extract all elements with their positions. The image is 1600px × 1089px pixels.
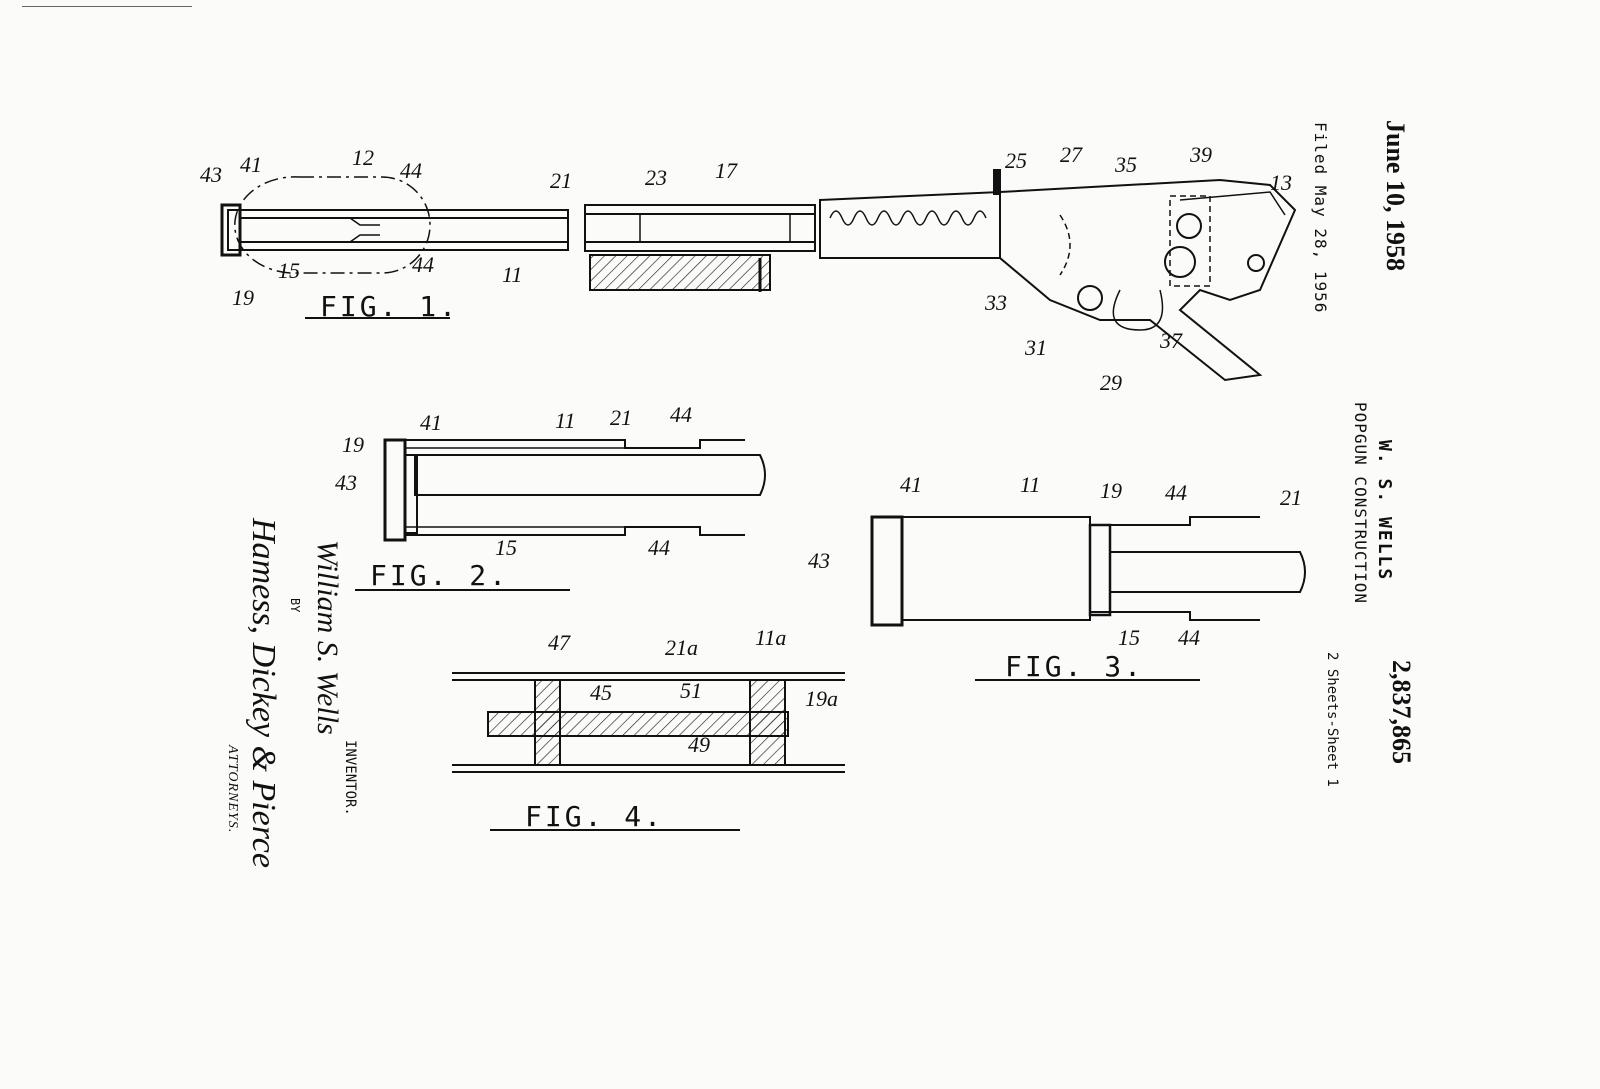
fig4-ref: 49 — [688, 732, 710, 757]
fig3-label: FIG. 3. — [1005, 650, 1144, 683]
fig4-ref: 47 — [548, 630, 571, 655]
fig2-ref: 43 — [335, 470, 357, 495]
fig1-ref: 17 — [715, 158, 738, 183]
fig1-ref: 13 — [1270, 170, 1292, 195]
figure-1 — [222, 170, 1295, 380]
fig2-ref: 44 — [648, 535, 670, 560]
fig1-ref: 39 — [1189, 142, 1212, 167]
fig4-ref: 19a — [805, 686, 838, 711]
fig4-label: FIG. 4. — [525, 800, 664, 833]
fig3-ref: 44 — [1165, 480, 1187, 505]
fig1-ref: 11 — [502, 262, 522, 287]
fig1-ref: 44 — [400, 158, 422, 183]
fig3-ref: 15 — [1118, 625, 1140, 650]
figure-2-refs: 19 41 11 21 44 43 15 44 FIG. 2. — [335, 402, 692, 592]
fig1-ref: 19 — [232, 285, 254, 310]
fig1-ref: 25 — [1005, 148, 1027, 173]
fig1-ref: 27 — [1060, 142, 1083, 167]
fig1-ref: 35 — [1114, 152, 1137, 177]
fig3-ref: 43 — [808, 548, 830, 573]
figure-2 — [385, 440, 765, 540]
fig1-ref: 37 — [1159, 328, 1183, 353]
fig1-ref: 44 — [412, 252, 434, 277]
fig3-ref: 41 — [900, 472, 922, 497]
fig1-ref: 33 — [984, 290, 1007, 315]
fig2-label: FIG. 2. — [370, 559, 509, 592]
fig1-ref: 23 — [645, 165, 667, 190]
fig4-ref: 51 — [680, 678, 702, 703]
fig1-label: FIG. 1. — [320, 290, 459, 323]
fig3-ref: 44 — [1178, 625, 1200, 650]
fig1-ref: 15 — [278, 258, 300, 283]
fig1-ref: 41 — [240, 152, 262, 177]
figure-3-refs: 41 11 19 44 21 43 15 44 FIG. 3. — [808, 472, 1302, 683]
fig2-ref: 15 — [495, 535, 517, 560]
fig3-ref: 19 — [1100, 478, 1122, 503]
fig4-ref: 21a — [665, 635, 698, 660]
fig1-ref: 29 — [1100, 370, 1122, 395]
fig4-ref: 45 — [590, 680, 612, 705]
figure-4 — [452, 673, 845, 772]
fig2-ref: 41 — [420, 410, 442, 435]
fig1-ref: 12 — [352, 145, 374, 170]
fig1-ref: 43 — [200, 162, 222, 187]
fig2-ref: 11 — [555, 408, 575, 433]
fig2-ref: 44 — [670, 402, 692, 427]
fig3-ref: 11 — [1020, 472, 1040, 497]
fig1-ref: 21 — [550, 168, 572, 193]
fig2-ref: 21 — [610, 405, 632, 430]
figure-3 — [872, 517, 1305, 625]
fig2-ref: 19 — [342, 432, 364, 457]
fig1-ref: 31 — [1024, 335, 1047, 360]
fig4-ref: 11a — [755, 625, 786, 650]
fig3-ref: 21 — [1280, 485, 1302, 510]
